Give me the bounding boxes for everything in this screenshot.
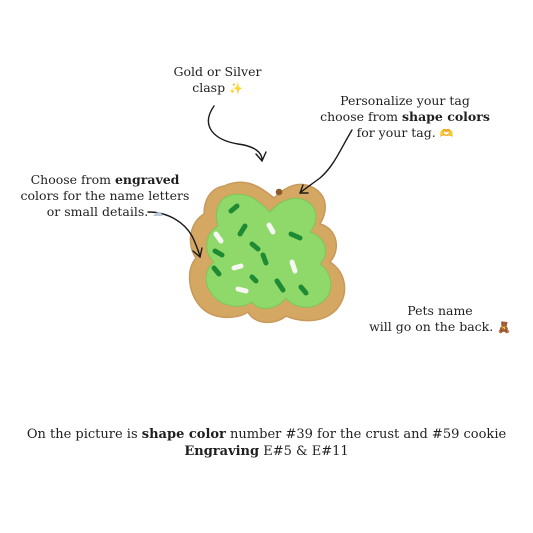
pets-note: Pets name will go on the back. 🧸 xyxy=(340,303,533,336)
sprinkle-green xyxy=(274,278,286,293)
sprinkles xyxy=(211,203,309,296)
sprinkle-green xyxy=(298,284,309,296)
engraved-note-line1-pre: Choose from xyxy=(30,172,115,187)
clasp-note: Gold or Silver clasp ✨ xyxy=(160,64,275,97)
footer-engraving-label: Engraving xyxy=(184,444,260,459)
sprinkle-white xyxy=(231,263,244,271)
sprinkle-green xyxy=(288,231,303,241)
teddy-bear-icon: 🧸 xyxy=(497,321,511,334)
clasp-note-line2: clasp xyxy=(192,80,226,95)
shape-colors-label: shape colors xyxy=(401,109,490,124)
sprinkle-white xyxy=(213,231,224,244)
footer-line1-post: number #39 for the crust and #59 cookie xyxy=(225,427,507,442)
sparkles-icon: ✨ xyxy=(229,82,243,95)
sprinkle-green xyxy=(249,241,261,252)
shape-note-line1: Personalize your tag xyxy=(340,93,470,108)
shape-arrow-head xyxy=(298,184,309,194)
shape-note-line3: for your tag. xyxy=(356,125,436,140)
sprinkle-green xyxy=(228,203,240,214)
engraved-arrow-head xyxy=(192,247,203,259)
sprinkle-white xyxy=(266,222,276,235)
shape-note-line2-pre: choose from xyxy=(320,109,402,124)
clasp-hole xyxy=(275,188,283,196)
shape-arrow xyxy=(300,129,353,193)
shape-note: Personalize your tag choose from shape c… xyxy=(310,93,500,142)
pets-note-line1: Pets name xyxy=(407,303,473,318)
sprinkle-green xyxy=(249,274,259,284)
engraved-arrow xyxy=(147,211,201,257)
engraved-label: engraved xyxy=(114,172,180,187)
clasp-note-line1: Gold or Silver xyxy=(173,64,262,79)
sprinkle-green xyxy=(237,223,248,237)
clasp-arrow-head xyxy=(255,151,267,163)
sprinkle-green xyxy=(260,252,269,266)
cookie-icing xyxy=(205,193,332,309)
footer-line1-pre: On the picture is xyxy=(26,427,142,442)
cloud-icon: ☁ xyxy=(152,206,164,219)
footer-shape-color-label: shape color xyxy=(141,427,226,442)
engraved-note-line3: or small details. xyxy=(46,204,149,219)
footer-caption: On the picture is shape color number #39… xyxy=(0,426,533,460)
engraved-note-line2: colors for the name letters xyxy=(20,188,190,203)
engraved-note: Choose from engraved colors for the name… xyxy=(10,172,200,221)
heart-hands-icon: 🫶 xyxy=(439,127,454,140)
sprinkle-green xyxy=(211,265,222,277)
pets-note-line2: will go on the back. xyxy=(369,319,494,334)
sprinkle-white xyxy=(235,286,249,294)
clasp-arrow xyxy=(207,105,263,161)
sprinkle-white xyxy=(289,259,298,274)
footer-line2-post: E#5 & E#11 xyxy=(259,444,349,459)
sprinkle-green xyxy=(212,248,225,258)
